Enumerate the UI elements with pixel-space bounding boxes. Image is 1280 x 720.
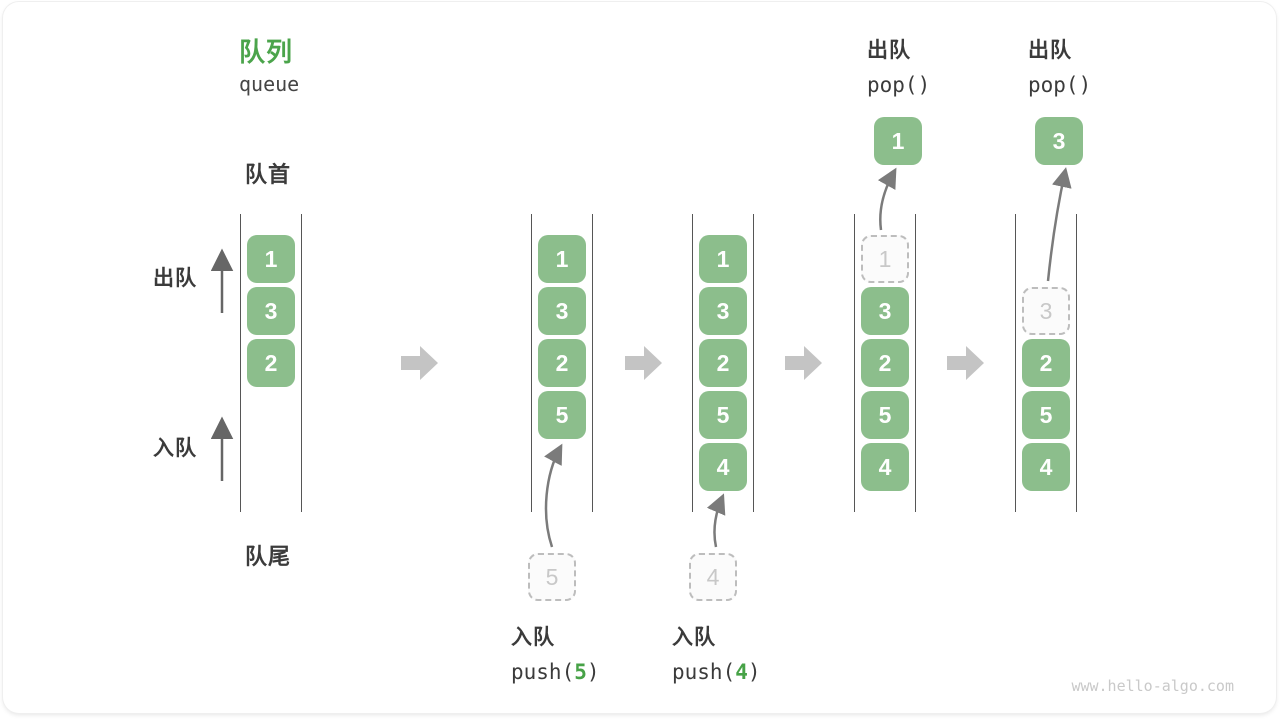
flow-arrow-1-icon — [401, 346, 438, 380]
operation-code-value: 4 — [735, 660, 748, 684]
queue-item-2: 2 — [247, 339, 295, 387]
incoming-item-4: 4 — [689, 553, 737, 601]
operation-zh-label: 出队 — [867, 39, 911, 62]
operation-code-label: push(4) — [672, 660, 761, 684]
queue-item-1: 1 — [699, 235, 747, 283]
popped-item-3: 3 — [1035, 117, 1083, 165]
push-operation-label: 入队 push(5) — [511, 621, 600, 684]
operation-code-value: 5 — [574, 660, 587, 684]
popped-item-1: 1 — [874, 117, 922, 165]
queue-item-4: 4 — [861, 443, 909, 491]
diagram-title: 队列 — [239, 37, 294, 67]
queue-item-2: 2 — [699, 339, 747, 387]
flow-arrow-4-icon — [947, 346, 984, 380]
queue-column-4 — [854, 214, 916, 512]
queue-item-2: 2 — [861, 339, 909, 387]
queue-item-5: 5 — [699, 391, 747, 439]
queue-item-5: 5 — [538, 391, 586, 439]
queue-column-2 — [531, 214, 593, 512]
queue-column-3 — [692, 214, 754, 512]
queue-item-1: 1 — [247, 235, 295, 283]
pop-operation-label: 出队 pop() — [867, 34, 930, 97]
queue-item-2: 2 — [538, 339, 586, 387]
operation-zh-label: 出队 — [1028, 39, 1072, 62]
queue-item-5: 5 — [861, 391, 909, 439]
watermark: www.hello-algo.com — [1071, 677, 1234, 695]
queue-rear-label: 队尾 — [245, 544, 292, 569]
operation-code-label: pop() — [1028, 73, 1092, 97]
queue-column-1 — [240, 214, 302, 512]
queue-item-1: 1 — [861, 235, 909, 283]
queue-item-3: 3 — [247, 287, 295, 335]
queue-item-4: 4 — [1022, 443, 1070, 491]
arrows-layer — [210, 167, 1072, 548]
queue-item-4: 4 — [699, 443, 747, 491]
operation-zh-label: 入队 — [511, 626, 555, 649]
incoming-item-5: 5 — [528, 553, 576, 601]
push-operation-label: 入队 push(4) — [672, 621, 761, 684]
queue-front-label: 队首 — [245, 162, 292, 187]
flow-arrow-3-icon — [785, 346, 822, 380]
queue-column-5 — [1015, 214, 1077, 512]
queue-item-3: 3 — [538, 287, 586, 335]
operation-zh-label: 入队 — [672, 626, 716, 649]
queue-item-3: 3 — [1022, 287, 1070, 335]
queue-item-3: 3 — [699, 287, 747, 335]
queue-item-3: 3 — [861, 287, 909, 335]
dequeue-direction-label: 出队 — [153, 267, 197, 290]
operation-code-label: push(5) — [511, 660, 600, 684]
queue-item-5: 5 — [1022, 391, 1070, 439]
queue-item-2: 2 — [1022, 339, 1070, 387]
pop-operation-label: 出队 pop() — [1028, 34, 1091, 97]
queue-item-1: 1 — [538, 235, 586, 283]
flow-arrow-2-icon — [625, 346, 662, 380]
operation-code-label: pop() — [867, 73, 931, 97]
diagram-subtitle: queue — [239, 72, 300, 96]
enqueue-direction-label: 入队 — [153, 437, 197, 460]
